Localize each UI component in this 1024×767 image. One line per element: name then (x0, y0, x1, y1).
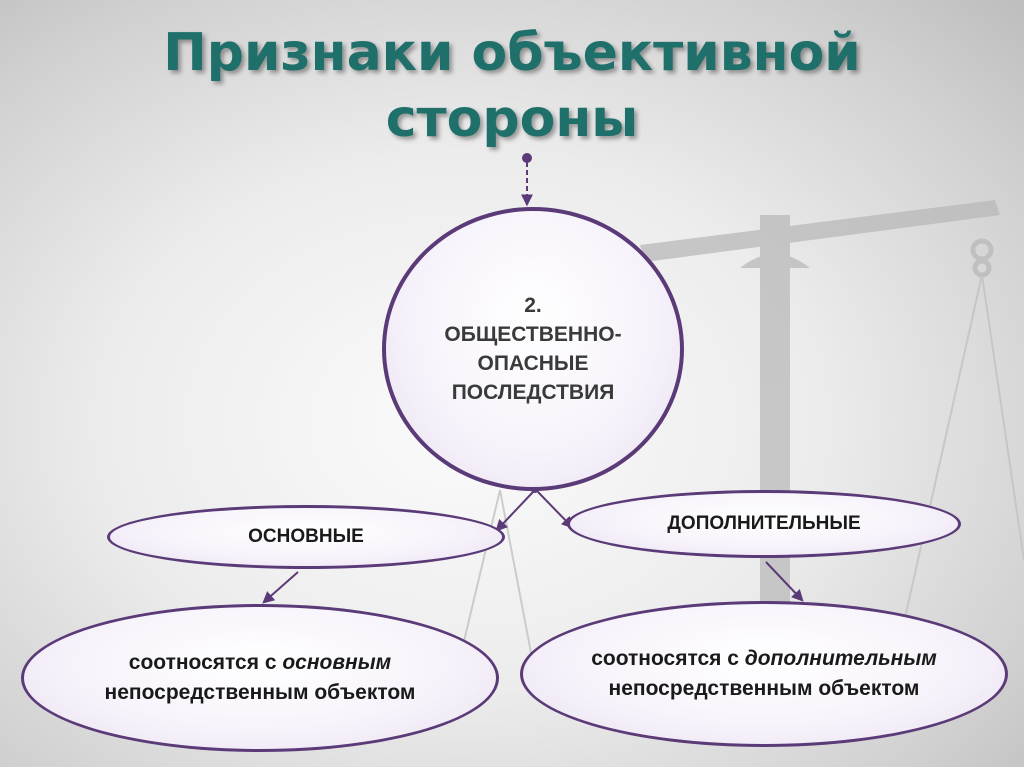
center-node-line-1: ОБЩЕСТВЕННО- (444, 323, 622, 346)
description-additional: соотносятся с дополнительным непосредств… (520, 601, 1008, 747)
center-node-number: 2. (524, 294, 542, 317)
description-basic-emphasis: основным (282, 651, 392, 674)
slide-title: Признаки объективной стороны (0, 20, 1024, 152)
description-additional-line-1: соотносятся с дополнительным (591, 644, 937, 674)
description-basic-prefix: соотносятся с (128, 651, 283, 674)
description-basic: соотносятся с основным непосредственным … (21, 604, 499, 752)
slide-title-line-1: Признаки объективной (163, 23, 861, 83)
description-additional-prefix: соотносятся с (591, 647, 745, 670)
arrow-additional-to-description (765, 561, 804, 602)
center-node-line-3: ПОСЛЕДСТВИЯ (451, 381, 615, 404)
center-node-consequences: 2. ОБЩЕСТВЕННО- ОПАСНЫЕ ПОСЛЕДСТВИЯ (382, 207, 684, 491)
arrow-basic-to-description (262, 571, 299, 604)
slide-title-line-2: стороны (385, 89, 639, 149)
center-node-line-2: ОПАСНЫЕ (477, 352, 589, 375)
description-additional-emphasis: дополнительным (744, 647, 937, 670)
branch-additional: ДОПОЛНИТЕЛЬНЫЕ (567, 490, 961, 558)
branch-basic-label: ОСНОВНЫЕ (248, 526, 364, 547)
description-basic-line-1: соотносятся с основным (129, 648, 391, 678)
branch-basic: ОСНОВНЫЕ (107, 505, 505, 569)
description-basic-line-2: непосредственным объектом (104, 681, 416, 704)
arrow-to-additional (537, 491, 574, 529)
arrow-to-basic (495, 491, 534, 532)
title-connector-dot (522, 153, 532, 163)
branch-additional-label: ДОПОЛНИТЕЛЬНЫЕ (667, 513, 861, 534)
description-additional-line-2: непосредственным объектом (608, 677, 920, 700)
